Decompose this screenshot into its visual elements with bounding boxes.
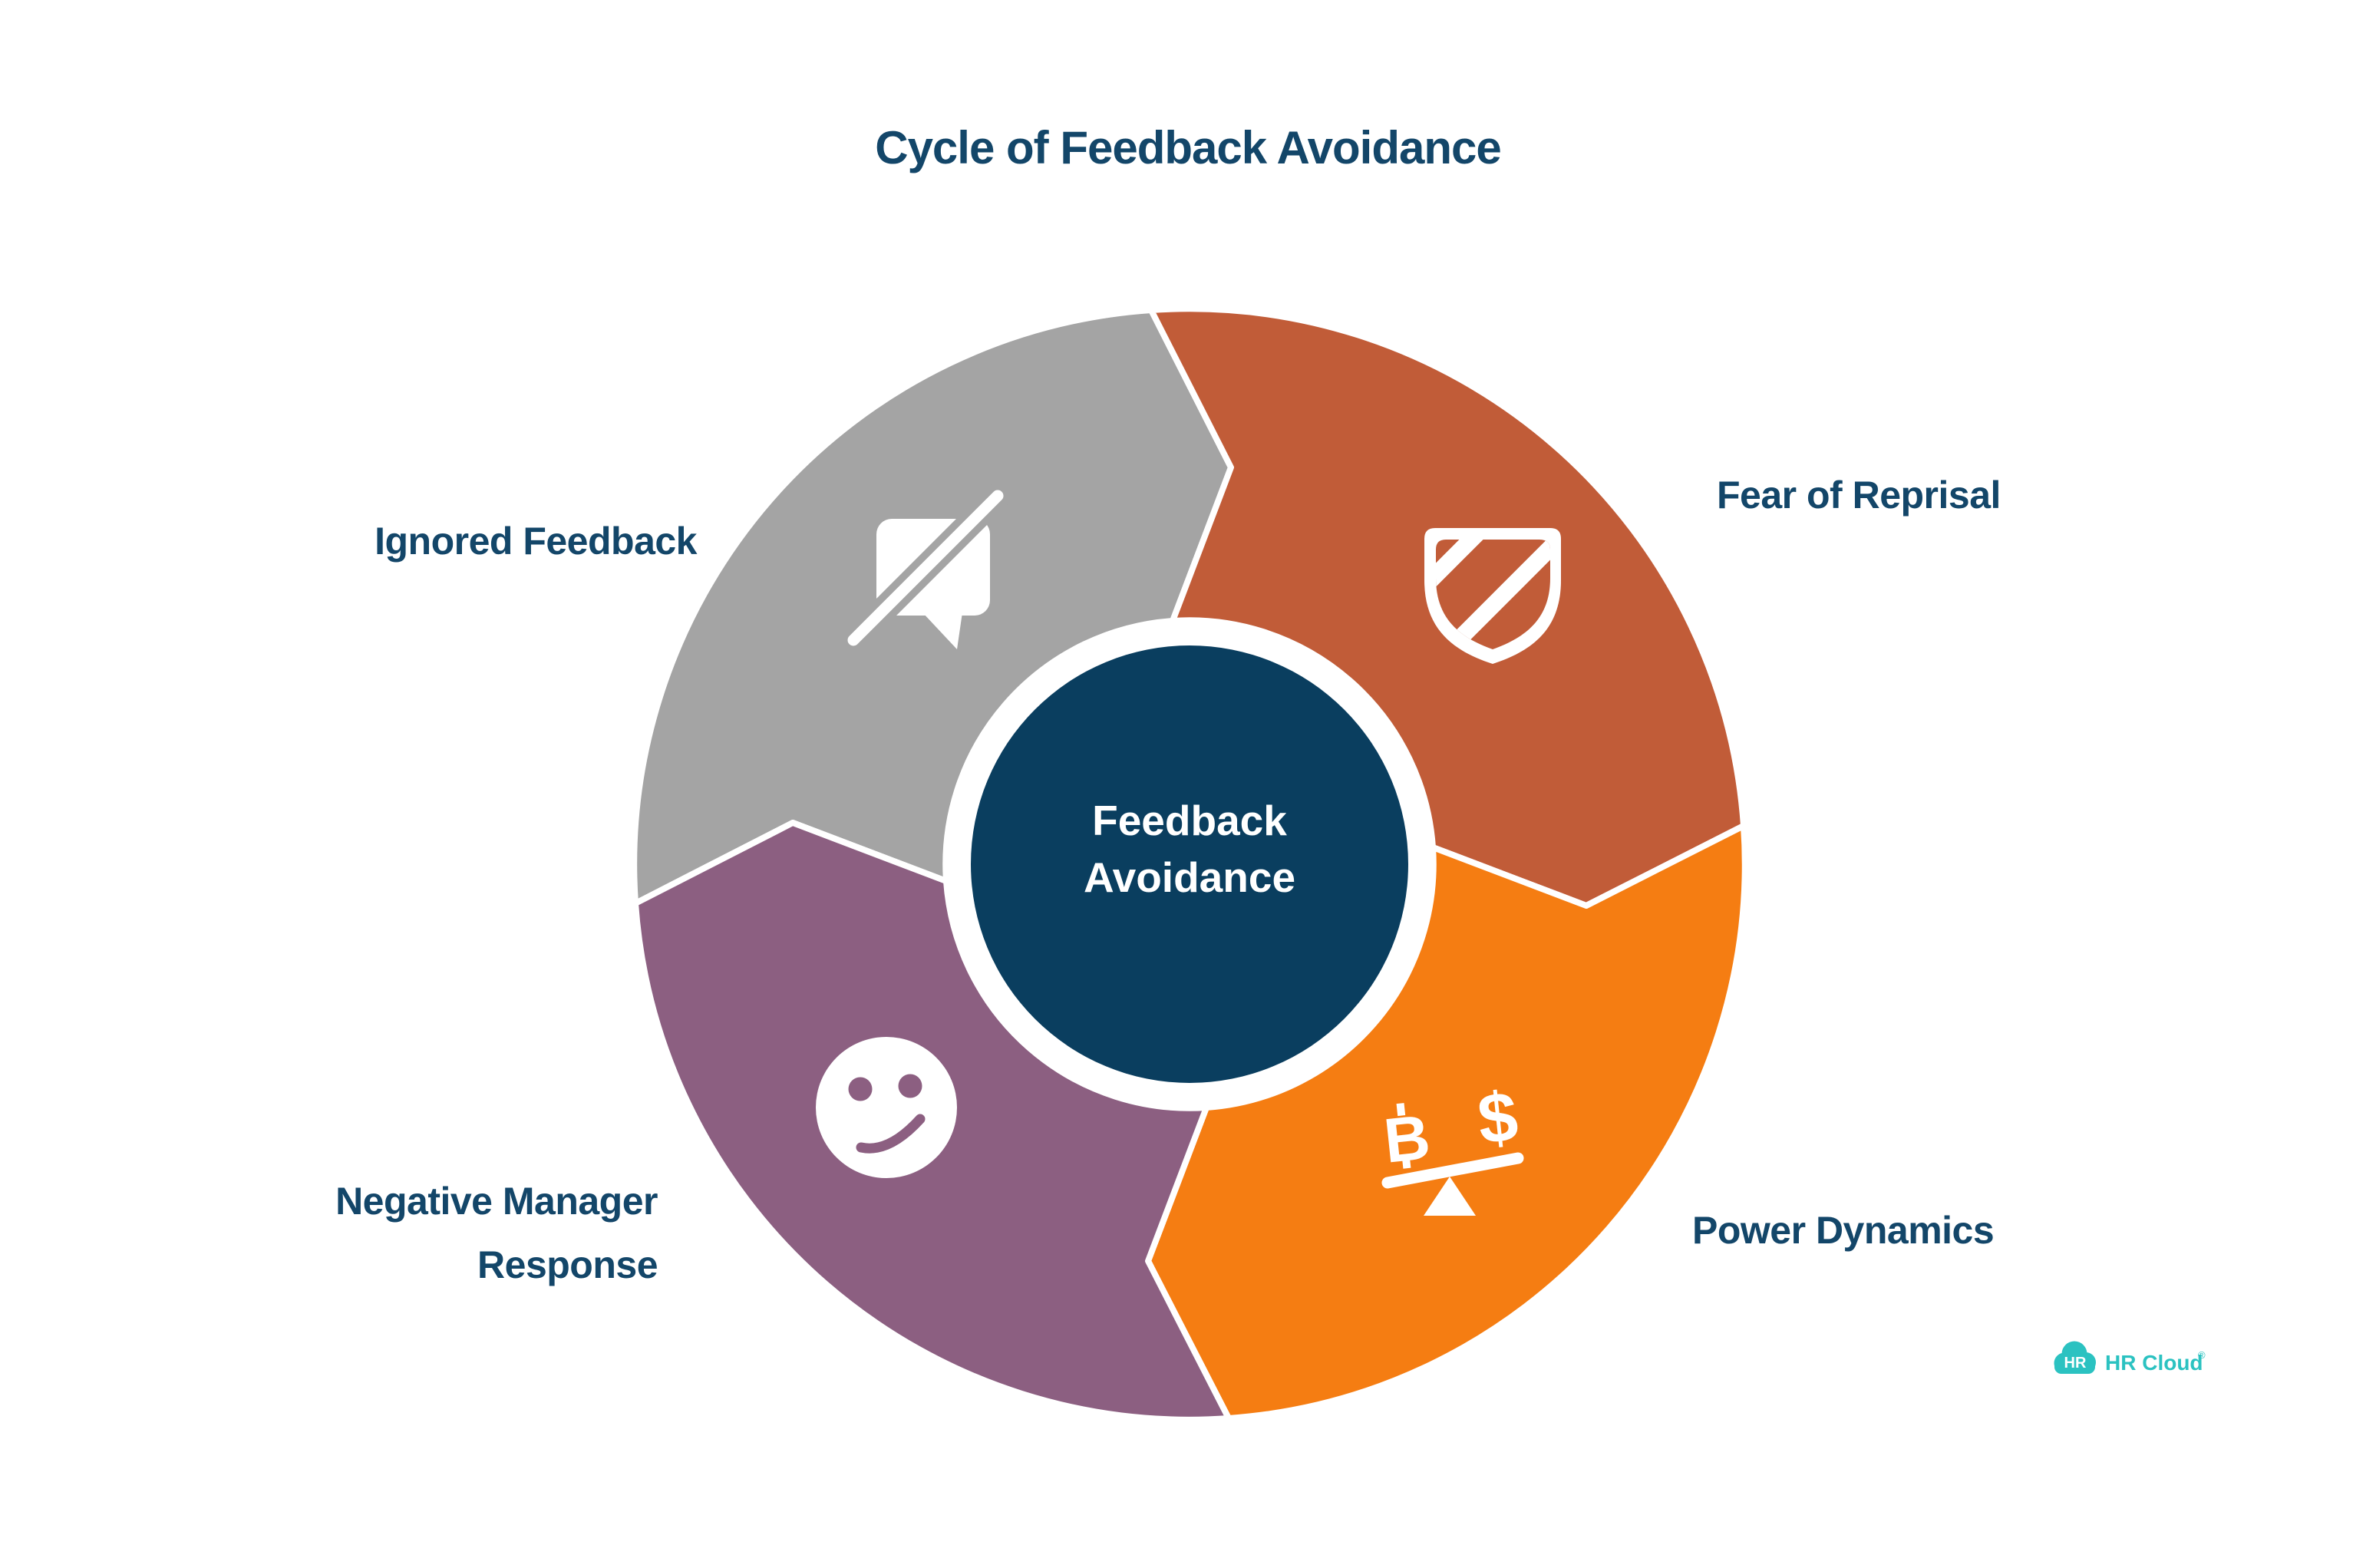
segment-power-dynamics	[1145, 823, 1748, 1421]
page-title: Cycle of Feedback Avoidance	[875, 122, 1502, 173]
hub-label: Feedback Avoidance	[959, 792, 1420, 906]
currency-balance-icon: B $	[1381, 1078, 1524, 1216]
muted-chat-icon	[840, 483, 1011, 653]
logo-registered-mark: ®	[2198, 1349, 2206, 1361]
cloud-icon	[2054, 1341, 2096, 1374]
hr-cloud-logo: HR HR Cloud ®	[2054, 1341, 2206, 1375]
balance-right-symbol: $	[1474, 1078, 1522, 1160]
label-ignored-feedback: Ignored Feedback	[375, 520, 697, 563]
logo-brand-text: HR Cloud	[2105, 1351, 2203, 1375]
frown-face-icon	[816, 1037, 957, 1178]
label-power-dynamics: Power Dynamics	[1692, 1209, 1995, 1252]
label-fear-of-reprisal: Fear of Reprisal	[1717, 474, 2001, 517]
logo-badge-text: HR	[2064, 1355, 2087, 1372]
hub-label-line2: Avoidance	[1083, 853, 1296, 901]
label-negative-manager-response: Negative Manager Response	[335, 1180, 658, 1286]
hub-label-line1: Feedback	[1092, 797, 1287, 844]
hub-circle	[971, 645, 1408, 1083]
